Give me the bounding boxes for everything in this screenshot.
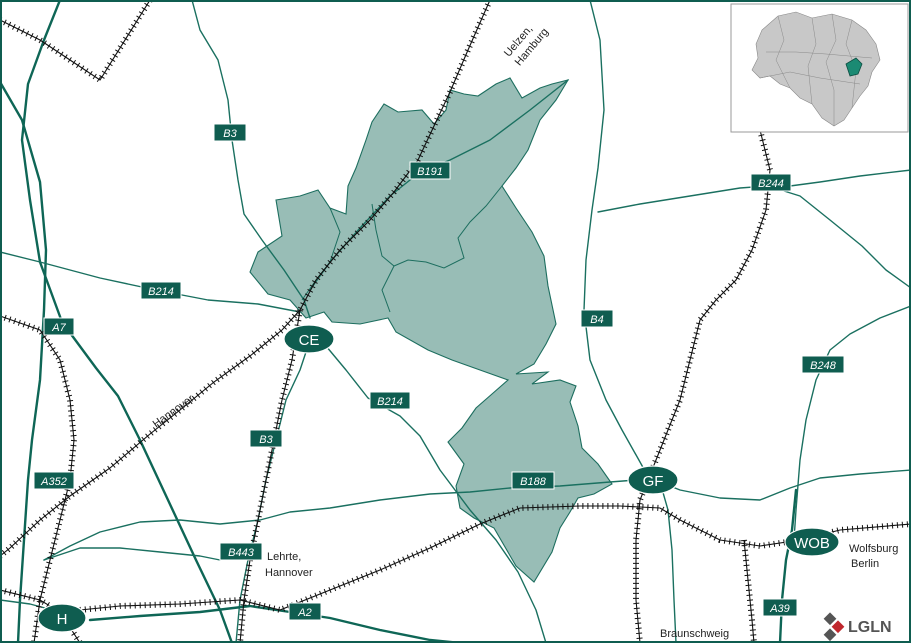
- city-marker-celle: CE: [283, 324, 335, 354]
- city-marker-gifhorn: GF: [627, 465, 679, 495]
- district-locator-mark: [845, 57, 863, 77]
- road-shield-b214-south: B214: [369, 391, 411, 410]
- road-shield-a7: A7: [43, 317, 75, 336]
- label-lehrte-hannover: Hannover: [265, 567, 313, 579]
- svg-text:A7: A7: [51, 322, 66, 334]
- label-berlin: Berlin: [851, 558, 879, 570]
- svg-text:B188: B188: [520, 476, 547, 488]
- road-shield-b248: B248: [801, 355, 845, 374]
- road-shield-b3-north: B3: [213, 123, 247, 142]
- road-shields: B3 B191 B244 B214 A7 B4 B248 B214: [33, 123, 845, 621]
- locator-map: [730, 3, 909, 133]
- city-marker-wolfsburg: WOB: [784, 527, 840, 557]
- road-shield-b244: B244: [750, 173, 792, 192]
- svg-text:WOB: WOB: [794, 535, 830, 552]
- lgln-logo-icon: [823, 612, 845, 642]
- road-shield-a2: A2: [288, 602, 322, 621]
- svg-text:A39: A39: [769, 603, 790, 615]
- svg-text:B3: B3: [259, 434, 273, 446]
- city-marker-hannover: H: [37, 603, 87, 633]
- lgln-logo-text: LGLN: [848, 619, 892, 636]
- lgln-logo: LGLN: [823, 612, 892, 642]
- svg-text:B244: B244: [758, 178, 784, 190]
- svg-text:GF: GF: [643, 473, 664, 490]
- road-shield-a39: A39: [762, 598, 798, 617]
- road-shield-b3-south: B3: [249, 429, 283, 448]
- svg-text:B214: B214: [377, 396, 403, 408]
- label-wolfsburg: Wolfsburg: [849, 543, 898, 555]
- label-lehrte: Lehrte,: [267, 551, 301, 563]
- svg-text:B191: B191: [417, 166, 443, 178]
- road-shield-b214-west: B214: [140, 281, 182, 300]
- svg-text:B248: B248: [810, 360, 837, 372]
- road-shield-b443: B443: [219, 542, 263, 561]
- svg-text:H: H: [57, 611, 68, 628]
- road-shield-b4: B4: [580, 309, 614, 328]
- label-braunschweig: Braunschweig: [660, 628, 729, 640]
- road-shield-b191: B191: [409, 161, 451, 180]
- svg-text:A352: A352: [40, 476, 67, 488]
- svg-text:B4: B4: [590, 314, 603, 326]
- svg-text:B443: B443: [228, 547, 255, 559]
- svg-text:B214: B214: [148, 286, 174, 298]
- svg-text:A2: A2: [297, 607, 311, 619]
- svg-text:CE: CE: [299, 332, 320, 349]
- city-markers: CE GF WOB H: [37, 324, 840, 633]
- road-shield-a352: A352: [33, 471, 75, 490]
- svg-text:B3: B3: [223, 128, 237, 140]
- road-shield-b188: B188: [511, 471, 555, 490]
